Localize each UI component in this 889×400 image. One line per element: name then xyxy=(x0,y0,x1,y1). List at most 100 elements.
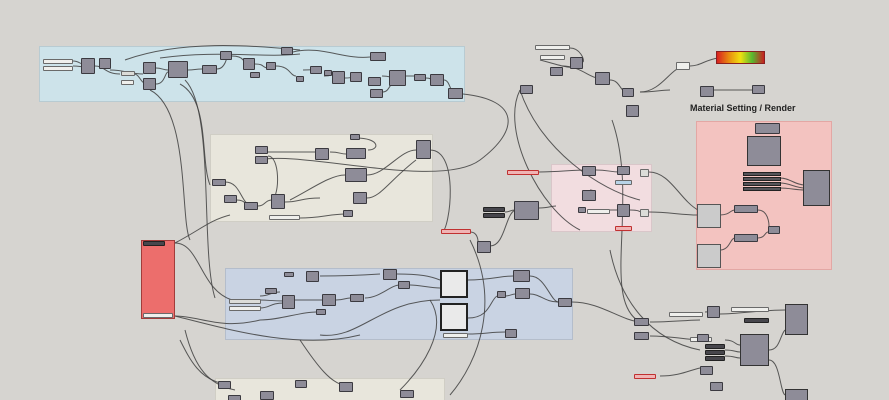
component-node[interactable] xyxy=(346,148,366,159)
param-slider[interactable] xyxy=(443,333,468,338)
component-node[interactable] xyxy=(700,86,714,97)
graph-mapper-upper[interactable] xyxy=(440,270,468,298)
component-node[interactable] xyxy=(271,194,285,209)
component-node[interactable] xyxy=(550,67,563,76)
param-toggle[interactable] xyxy=(744,318,769,323)
component-node[interactable] xyxy=(202,65,217,74)
component-node[interactable] xyxy=(617,166,630,175)
component-node[interactable] xyxy=(255,146,268,154)
component-node[interactable] xyxy=(310,66,322,74)
component-node[interactable] xyxy=(477,241,491,253)
param-slider[interactable] xyxy=(676,62,690,70)
param-slider[interactable] xyxy=(121,80,134,85)
param-slider[interactable] xyxy=(540,55,565,60)
component-node[interactable] xyxy=(244,202,258,210)
preview-node[interactable] xyxy=(697,244,721,268)
component-node[interactable] xyxy=(322,294,336,306)
param-slider[interactable] xyxy=(121,71,135,76)
component-node[interactable] xyxy=(400,390,414,398)
component-node[interactable] xyxy=(370,52,386,61)
component-node[interactable] xyxy=(324,70,332,76)
component-node[interactable] xyxy=(626,105,639,117)
component-node[interactable] xyxy=(306,271,319,282)
component-node[interactable] xyxy=(622,88,634,97)
component-node[interactable] xyxy=(350,294,364,302)
component-node[interactable] xyxy=(284,272,294,277)
component-node[interactable] xyxy=(755,123,780,134)
component-node[interactable] xyxy=(582,190,596,201)
component-node[interactable] xyxy=(315,148,329,160)
panel-input-grip[interactable] xyxy=(143,241,165,246)
param-toggle[interactable] xyxy=(705,350,725,355)
preview-node[interactable] xyxy=(697,204,721,228)
component-node[interactable] xyxy=(350,134,360,140)
param-toggle[interactable] xyxy=(705,356,725,361)
material-component[interactable] xyxy=(747,136,781,166)
component-node[interactable] xyxy=(218,381,231,389)
component-node[interactable] xyxy=(228,395,241,400)
component-node[interactable] xyxy=(255,156,268,164)
param-slider[interactable] xyxy=(587,209,610,214)
component-node-large[interactable] xyxy=(740,334,769,366)
gradient-control[interactable] xyxy=(716,51,765,64)
component-node[interactable] xyxy=(220,51,232,60)
param-slider[interactable] xyxy=(229,306,261,311)
param-highlighted[interactable] xyxy=(507,170,539,175)
component-node[interactable] xyxy=(345,168,367,182)
component-node[interactable] xyxy=(168,61,188,78)
component-node[interactable] xyxy=(515,288,530,299)
component-node[interactable] xyxy=(281,47,293,55)
component-node[interactable] xyxy=(332,71,345,84)
group-pink-small[interactable] xyxy=(551,164,652,232)
param-slider[interactable] xyxy=(615,180,632,185)
component-node[interactable] xyxy=(343,210,353,217)
render-component[interactable] xyxy=(803,170,830,206)
component-node[interactable] xyxy=(734,205,758,213)
component-node[interactable] xyxy=(389,70,406,86)
component-node[interactable] xyxy=(617,204,630,217)
component-node[interactable] xyxy=(316,309,326,315)
component-node[interactable] xyxy=(260,391,274,400)
component-node[interactable] xyxy=(752,85,765,94)
component-node[interactable] xyxy=(212,179,226,186)
component-node[interactable] xyxy=(497,291,506,298)
param-slider[interactable] xyxy=(43,66,73,71)
component-node[interactable] xyxy=(350,72,362,82)
component-node[interactable] xyxy=(578,207,586,213)
param-slider[interactable] xyxy=(535,45,570,50)
panel-output-grip[interactable] xyxy=(143,313,173,318)
component-node[interactable] xyxy=(505,329,517,338)
param-highlighted[interactable] xyxy=(615,226,632,231)
component-node[interactable] xyxy=(243,58,255,70)
component-node[interactable] xyxy=(296,76,304,82)
red-panel[interactable] xyxy=(141,240,175,319)
component-node[interactable] xyxy=(768,226,780,234)
component-node[interactable] xyxy=(634,332,649,340)
component-node[interactable] xyxy=(416,140,431,159)
component-node[interactable] xyxy=(143,78,156,90)
component-node[interactable] xyxy=(143,62,156,74)
component-node[interactable] xyxy=(353,192,367,204)
material-inputs-stack[interactable] xyxy=(743,172,781,192)
component-node[interactable] xyxy=(383,269,397,280)
param-highlighted[interactable] xyxy=(634,374,656,379)
component-node[interactable] xyxy=(558,298,572,307)
component-node[interactable] xyxy=(414,74,426,81)
graph-mapper-lower[interactable] xyxy=(440,303,468,331)
param-slider[interactable] xyxy=(640,169,649,177)
component-node[interactable] xyxy=(250,72,260,78)
param-toggle[interactable] xyxy=(705,344,725,349)
param-toggle[interactable] xyxy=(483,213,505,218)
component-node[interactable] xyxy=(570,57,583,69)
param-highlighted[interactable] xyxy=(441,229,471,234)
param-slider[interactable] xyxy=(269,215,300,220)
component-node[interactable] xyxy=(634,318,649,326)
param-slider[interactable] xyxy=(43,59,73,64)
component-node[interactable] xyxy=(224,195,237,203)
component-node[interactable] xyxy=(520,85,533,94)
component-node[interactable] xyxy=(700,366,713,375)
component-node[interactable] xyxy=(707,306,720,318)
component-node[interactable] xyxy=(697,334,709,342)
component-node[interactable] xyxy=(99,58,111,69)
